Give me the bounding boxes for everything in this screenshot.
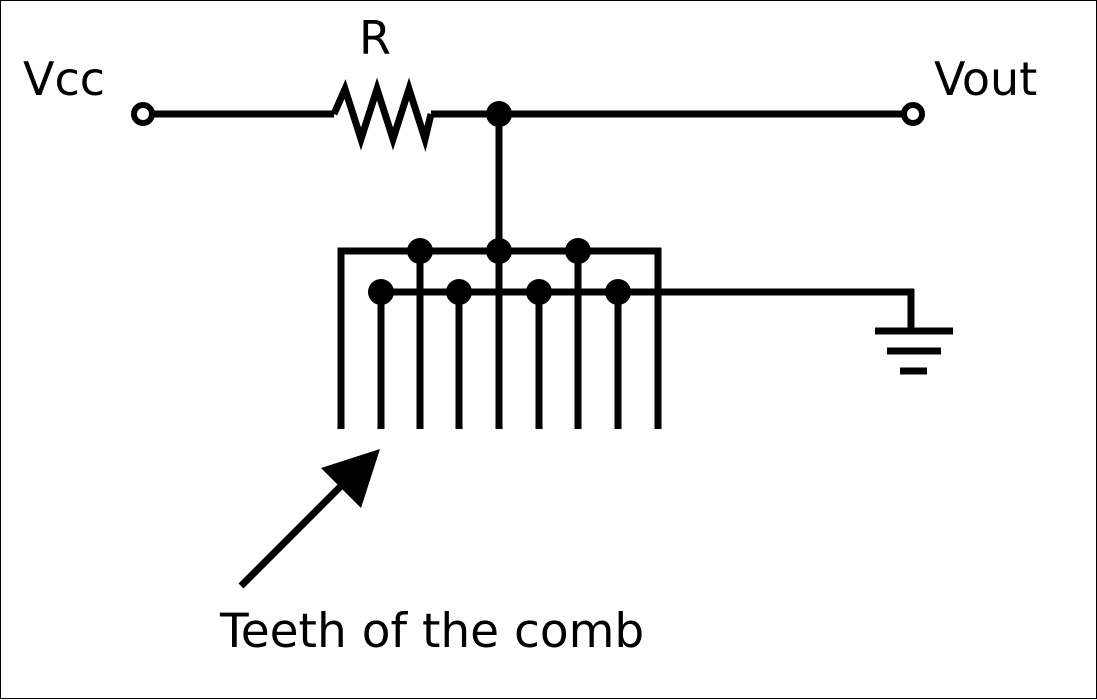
resistor-symbol (330, 77, 435, 152)
arrow-shaft (238, 475, 352, 589)
arrow-head (321, 449, 380, 508)
junction-dot-a2 (486, 238, 512, 264)
junction-dot-a1 (407, 238, 433, 264)
vcc-terminal (131, 102, 155, 126)
junction-dot-main (486, 101, 512, 127)
junction-dot-b2 (446, 279, 472, 305)
vcc-label: Vcc (23, 52, 105, 106)
junction-dot-b4 (605, 279, 631, 305)
resistor-label: R (359, 11, 391, 65)
junction-dot-a3 (565, 238, 591, 264)
vout-terminal (901, 102, 925, 126)
junction-dot-b1 (368, 279, 394, 305)
comb-caption: Teeth of the comb (219, 604, 644, 659)
junction-dot-b3 (526, 279, 552, 305)
vout-label: Vout (934, 52, 1037, 106)
